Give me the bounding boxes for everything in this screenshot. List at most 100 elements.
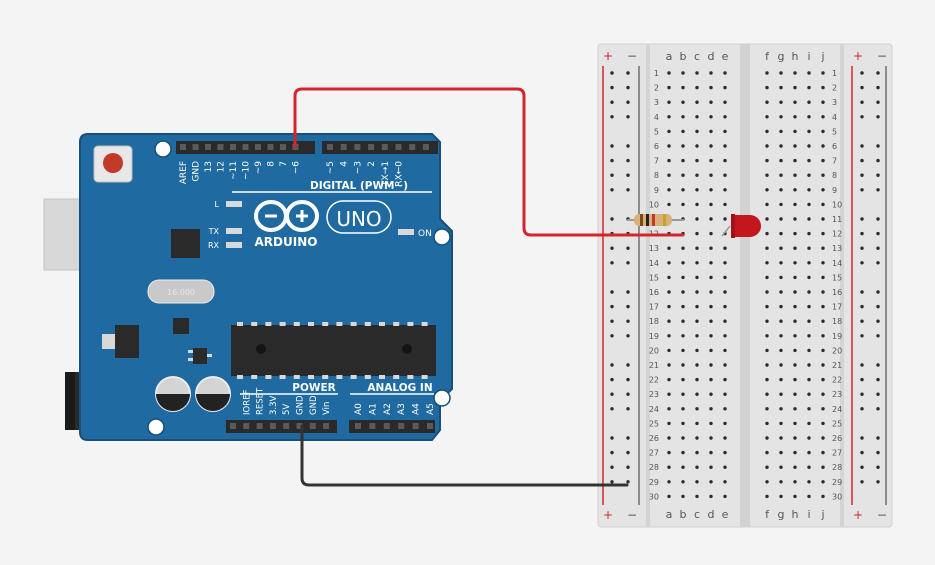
rail-hole[interactable]: [860, 377, 864, 382]
digital-header-right[interactable]: [322, 141, 438, 154]
breadboard-hole[interactable]: [695, 71, 699, 75]
breadboard-hole[interactable]: [793, 421, 797, 426]
breadboard-hole[interactable]: [667, 407, 671, 411]
breadboard-hole[interactable]: [723, 450, 727, 455]
breadboard-hole[interactable]: [807, 144, 811, 148]
breadboard-hole[interactable]: [695, 158, 699, 163]
rail-hole[interactable]: [876, 115, 880, 119]
breadboard-hole[interactable]: [709, 217, 713, 221]
breadboard-hole[interactable]: [709, 392, 713, 396]
breadboard-hole[interactable]: [793, 450, 797, 455]
rail-hole[interactable]: [610, 173, 614, 177]
breadboard-hole[interactable]: [765, 158, 769, 163]
header-socket[interactable]: [427, 423, 433, 429]
breadboard-hole[interactable]: [779, 494, 783, 499]
breadboard-hole[interactable]: [695, 450, 699, 455]
breadboard-hole[interactable]: [709, 480, 713, 484]
rail-hole[interactable]: [876, 450, 880, 455]
breadboard-hole[interactable]: [681, 436, 685, 440]
breadboard-hole[interactable]: [821, 217, 825, 221]
breadboard-hole[interactable]: [793, 188, 797, 192]
rail-hole[interactable]: [610, 407, 614, 411]
breadboard-hole[interactable]: [793, 494, 797, 499]
breadboard-hole[interactable]: [709, 173, 713, 177]
breadboard-hole[interactable]: [695, 231, 699, 236]
header-socket[interactable]: [323, 423, 330, 429]
breadboard-hole[interactable]: [723, 115, 727, 119]
rail-hole[interactable]: [610, 392, 614, 396]
breadboard-hole[interactable]: [793, 334, 797, 338]
breadboard-hole[interactable]: [681, 494, 685, 499]
breadboard-hole[interactable]: [667, 304, 671, 309]
rail-hole[interactable]: [876, 188, 880, 192]
breadboard-hole[interactable]: [709, 436, 713, 440]
breadboard-hole[interactable]: [821, 334, 825, 338]
breadboard-hole[interactable]: [821, 290, 825, 294]
rail-hole[interactable]: [626, 188, 630, 192]
ground-wire[interactable]: [300, 424, 629, 487]
breadboard-hole[interactable]: [821, 231, 825, 236]
breadboard-hole[interactable]: [793, 173, 797, 177]
breadboard-hole[interactable]: [779, 129, 783, 134]
rail-hole[interactable]: [626, 304, 630, 309]
rail-hole[interactable]: [610, 100, 614, 104]
breadboard-hole[interactable]: [821, 71, 825, 75]
breadboard-hole[interactable]: [723, 377, 727, 382]
breadboard-hole[interactable]: [681, 319, 685, 323]
rail-hole[interactable]: [860, 392, 864, 396]
breadboard-hole[interactable]: [709, 290, 713, 294]
breadboard-hole[interactable]: [723, 392, 727, 396]
header-socket[interactable]: [383, 423, 390, 429]
breadboard-hole[interactable]: [807, 465, 811, 469]
header-socket[interactable]: [267, 144, 274, 150]
rail-hole[interactable]: [626, 450, 630, 455]
header-socket[interactable]: [369, 423, 376, 429]
breadboard-hole[interactable]: [709, 202, 713, 207]
breadboard-hole[interactable]: [681, 407, 685, 411]
rail-hole[interactable]: [876, 261, 880, 265]
breadboard-hole[interactable]: [807, 261, 811, 265]
breadboard-hole[interactable]: [681, 158, 685, 163]
breadboard-hole[interactable]: [793, 217, 797, 221]
header-socket[interactable]: [269, 423, 276, 429]
breadboard-hole[interactable]: [709, 421, 713, 426]
rail-hole[interactable]: [860, 319, 864, 323]
breadboard-hole[interactable]: [723, 71, 727, 75]
breadboard-hole[interactable]: [667, 158, 671, 163]
breadboard-hole[interactable]: [765, 334, 769, 338]
breadboard-hole[interactable]: [821, 85, 825, 90]
breadboard-hole[interactable]: [695, 480, 699, 484]
breadboard-hole[interactable]: [765, 392, 769, 396]
breadboard-hole[interactable]: [709, 334, 713, 338]
power-header[interactable]: [226, 420, 337, 433]
rail-hole[interactable]: [610, 304, 614, 309]
breadboard-hole[interactable]: [807, 407, 811, 411]
breadboard-hole[interactable]: [779, 304, 783, 309]
breadboard-hole[interactable]: [681, 85, 685, 90]
header-socket[interactable]: [230, 144, 236, 150]
breadboard-hole[interactable]: [667, 115, 671, 119]
breadboard-hole[interactable]: [695, 246, 699, 250]
reset-button-cap[interactable]: [103, 153, 123, 173]
rail-hole[interactable]: [860, 231, 864, 236]
breadboard-hole[interactable]: [709, 494, 713, 499]
rail-hole[interactable]: [876, 319, 880, 323]
breadboard-hole[interactable]: [793, 129, 797, 134]
breadboard-hole[interactable]: [765, 319, 769, 323]
breadboard-hole[interactable]: [765, 465, 769, 469]
rail-hole[interactable]: [860, 334, 864, 338]
breadboard-hole[interactable]: [807, 115, 811, 119]
header-socket[interactable]: [309, 423, 316, 429]
breadboard-hole[interactable]: [779, 231, 783, 236]
rail-hole[interactable]: [860, 188, 864, 192]
breadboard-hole[interactable]: [779, 319, 783, 323]
breadboard-hole[interactable]: [765, 261, 769, 265]
signal-wire[interactable]: [293, 87, 685, 237]
breadboard-hole[interactable]: [709, 319, 713, 323]
rail-hole[interactable]: [876, 363, 880, 367]
breadboard-hole[interactable]: [779, 85, 783, 90]
rail-hole[interactable]: [626, 173, 630, 177]
breadboard-hole[interactable]: [695, 188, 699, 192]
rail-hole[interactable]: [610, 465, 614, 469]
rail-hole[interactable]: [610, 188, 614, 192]
